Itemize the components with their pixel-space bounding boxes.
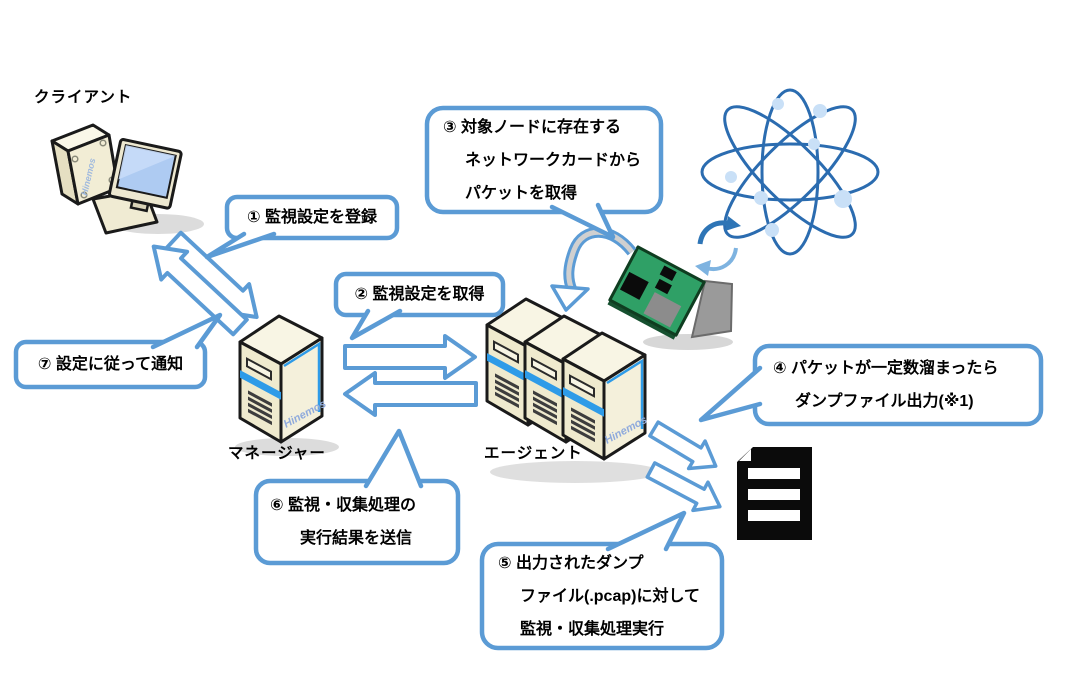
arrow-manager-to-agent <box>343 334 477 380</box>
network-atom-icon <box>700 88 880 256</box>
callout-1-bubble <box>204 194 400 260</box>
arrow-agent-to-manager <box>343 371 478 417</box>
callout-bubbles <box>13 105 1044 651</box>
sync-arrows-icon <box>695 216 741 276</box>
arrow-agent-to-dumpfile-1 <box>648 420 718 471</box>
manager-label: マネージャー <box>228 445 326 462</box>
network-atom-nodes <box>725 98 852 237</box>
callout-3-bubble <box>424 105 664 240</box>
arrow-agent-to-dumpfile-2 <box>645 461 722 513</box>
client-monitor <box>107 138 183 213</box>
dump-file-icon <box>737 447 812 540</box>
manager-server-icon: Hinemos <box>238 314 328 444</box>
agent-label: エージェント <box>484 445 583 462</box>
network-card-bracket <box>690 279 734 339</box>
callout-6-bubble <box>253 428 461 566</box>
arrow-manager-to-client <box>151 244 249 337</box>
network-card-icon <box>607 245 734 340</box>
callout-5-bubble <box>479 510 725 651</box>
callout-2-bubble <box>333 271 506 341</box>
callout-4-bubble <box>698 343 1044 427</box>
flow-arrows <box>151 230 722 513</box>
client-computer-icon: Hinemos <box>50 123 183 235</box>
icon-shadows <box>112 214 733 483</box>
client-label: クライアント <box>34 89 133 106</box>
agent-server-icon: Hinemos <box>485 297 649 461</box>
callout-7-bubble <box>13 312 223 390</box>
